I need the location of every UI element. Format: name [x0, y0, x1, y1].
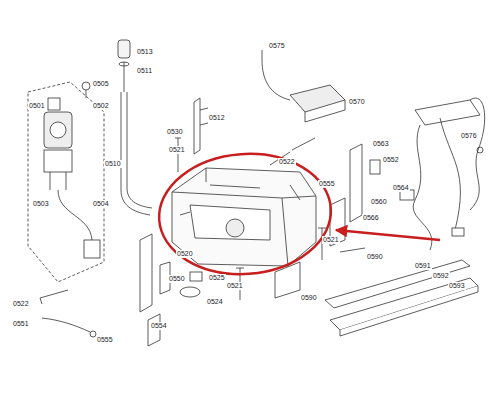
callout-number: 0554	[150, 322, 168, 330]
callout-number: 0555	[318, 180, 336, 188]
lower-parts	[40, 290, 68, 304]
wiring-harness	[452, 228, 464, 236]
wiring-harness	[415, 100, 480, 125]
callout-number: 0512	[208, 114, 226, 122]
callout-number: 0522	[12, 300, 30, 308]
lower-parts	[140, 234, 152, 312]
callout-number: 0521	[322, 236, 340, 244]
control-module	[262, 50, 345, 165]
control-module	[305, 100, 345, 122]
callout-number: 0505	[92, 80, 110, 88]
side-brackets	[370, 160, 380, 174]
base-tub	[226, 219, 244, 237]
wiring-harness	[470, 98, 485, 210]
kick-panels	[325, 260, 478, 336]
fill-valve	[50, 172, 66, 190]
callout-number: 0555	[96, 336, 114, 344]
base-tub	[190, 205, 270, 240]
lower-parts	[190, 272, 202, 281]
lower-parts	[42, 318, 90, 332]
callout-number: 0570	[348, 98, 366, 106]
hose	[119, 62, 129, 66]
callout-number: 0563	[372, 140, 390, 148]
callout-number: 0513	[136, 48, 154, 56]
hose	[118, 40, 130, 58]
callout-number: 0550	[168, 275, 186, 283]
kick-panels	[330, 278, 478, 330]
callout-number: 0510	[104, 160, 122, 168]
fill-valve	[84, 240, 100, 258]
callout-number: 0522	[278, 158, 296, 166]
screw	[175, 138, 181, 172]
base-tub	[172, 168, 316, 266]
hose	[124, 62, 125, 92]
base-tub	[180, 185, 300, 215]
callout-number: 0551	[12, 320, 30, 328]
fill-valve	[44, 112, 72, 148]
fill-valve	[86, 90, 87, 98]
callout-number: 0530	[166, 128, 184, 136]
wiring-harness	[413, 125, 432, 250]
callout-number: 0593	[448, 282, 466, 290]
callout-number: 0590	[366, 253, 384, 261]
fill-valve	[44, 150, 72, 172]
callout-number: 0576	[460, 132, 478, 140]
callout-number: 0525	[208, 274, 226, 282]
callout-number: 0520	[176, 250, 194, 258]
callout-number: 0502	[92, 102, 110, 110]
wiring-harness	[440, 118, 460, 230]
callout-number: 0566	[362, 214, 380, 222]
callout-number: 0564	[392, 184, 410, 192]
callout-number: 0504	[92, 200, 110, 208]
lower-parts	[40, 234, 300, 346]
bracket	[194, 98, 208, 154]
fill-valve	[48, 98, 60, 110]
hose	[121, 92, 152, 215]
highlight-arrow	[336, 230, 440, 240]
fill-valve	[50, 122, 66, 138]
callout-number: 0575	[268, 42, 286, 50]
base-tub	[172, 168, 316, 266]
callout-number: 0501	[28, 102, 46, 110]
control-module	[270, 138, 315, 165]
wiring-harness	[400, 98, 485, 250]
callout-number: 0560	[370, 198, 388, 206]
group-bracket	[28, 82, 104, 282]
highlight-ellipse	[155, 148, 335, 280]
fill-valve	[82, 82, 90, 90]
control-module	[262, 50, 290, 100]
callout-number: 0524	[206, 298, 224, 306]
control-module	[290, 85, 345, 112]
exploded-view	[28, 40, 485, 346]
callout-number: 0503	[32, 200, 50, 208]
base-tub	[172, 168, 316, 266]
callout-number: 0552	[382, 156, 400, 164]
callout-number: 0521	[226, 282, 244, 290]
callout-number: 0521	[168, 146, 186, 154]
wiring-harness	[477, 147, 483, 153]
callout-number: 0591	[414, 262, 432, 270]
callout-number: 0592	[432, 272, 450, 280]
kick-panels	[340, 286, 478, 336]
callout-number: 0511	[136, 67, 153, 75]
side-brackets	[350, 144, 362, 222]
lower-parts	[180, 287, 200, 297]
side-brackets	[340, 248, 365, 252]
callout-number: 0590	[300, 294, 318, 302]
lower-parts	[148, 314, 160, 346]
